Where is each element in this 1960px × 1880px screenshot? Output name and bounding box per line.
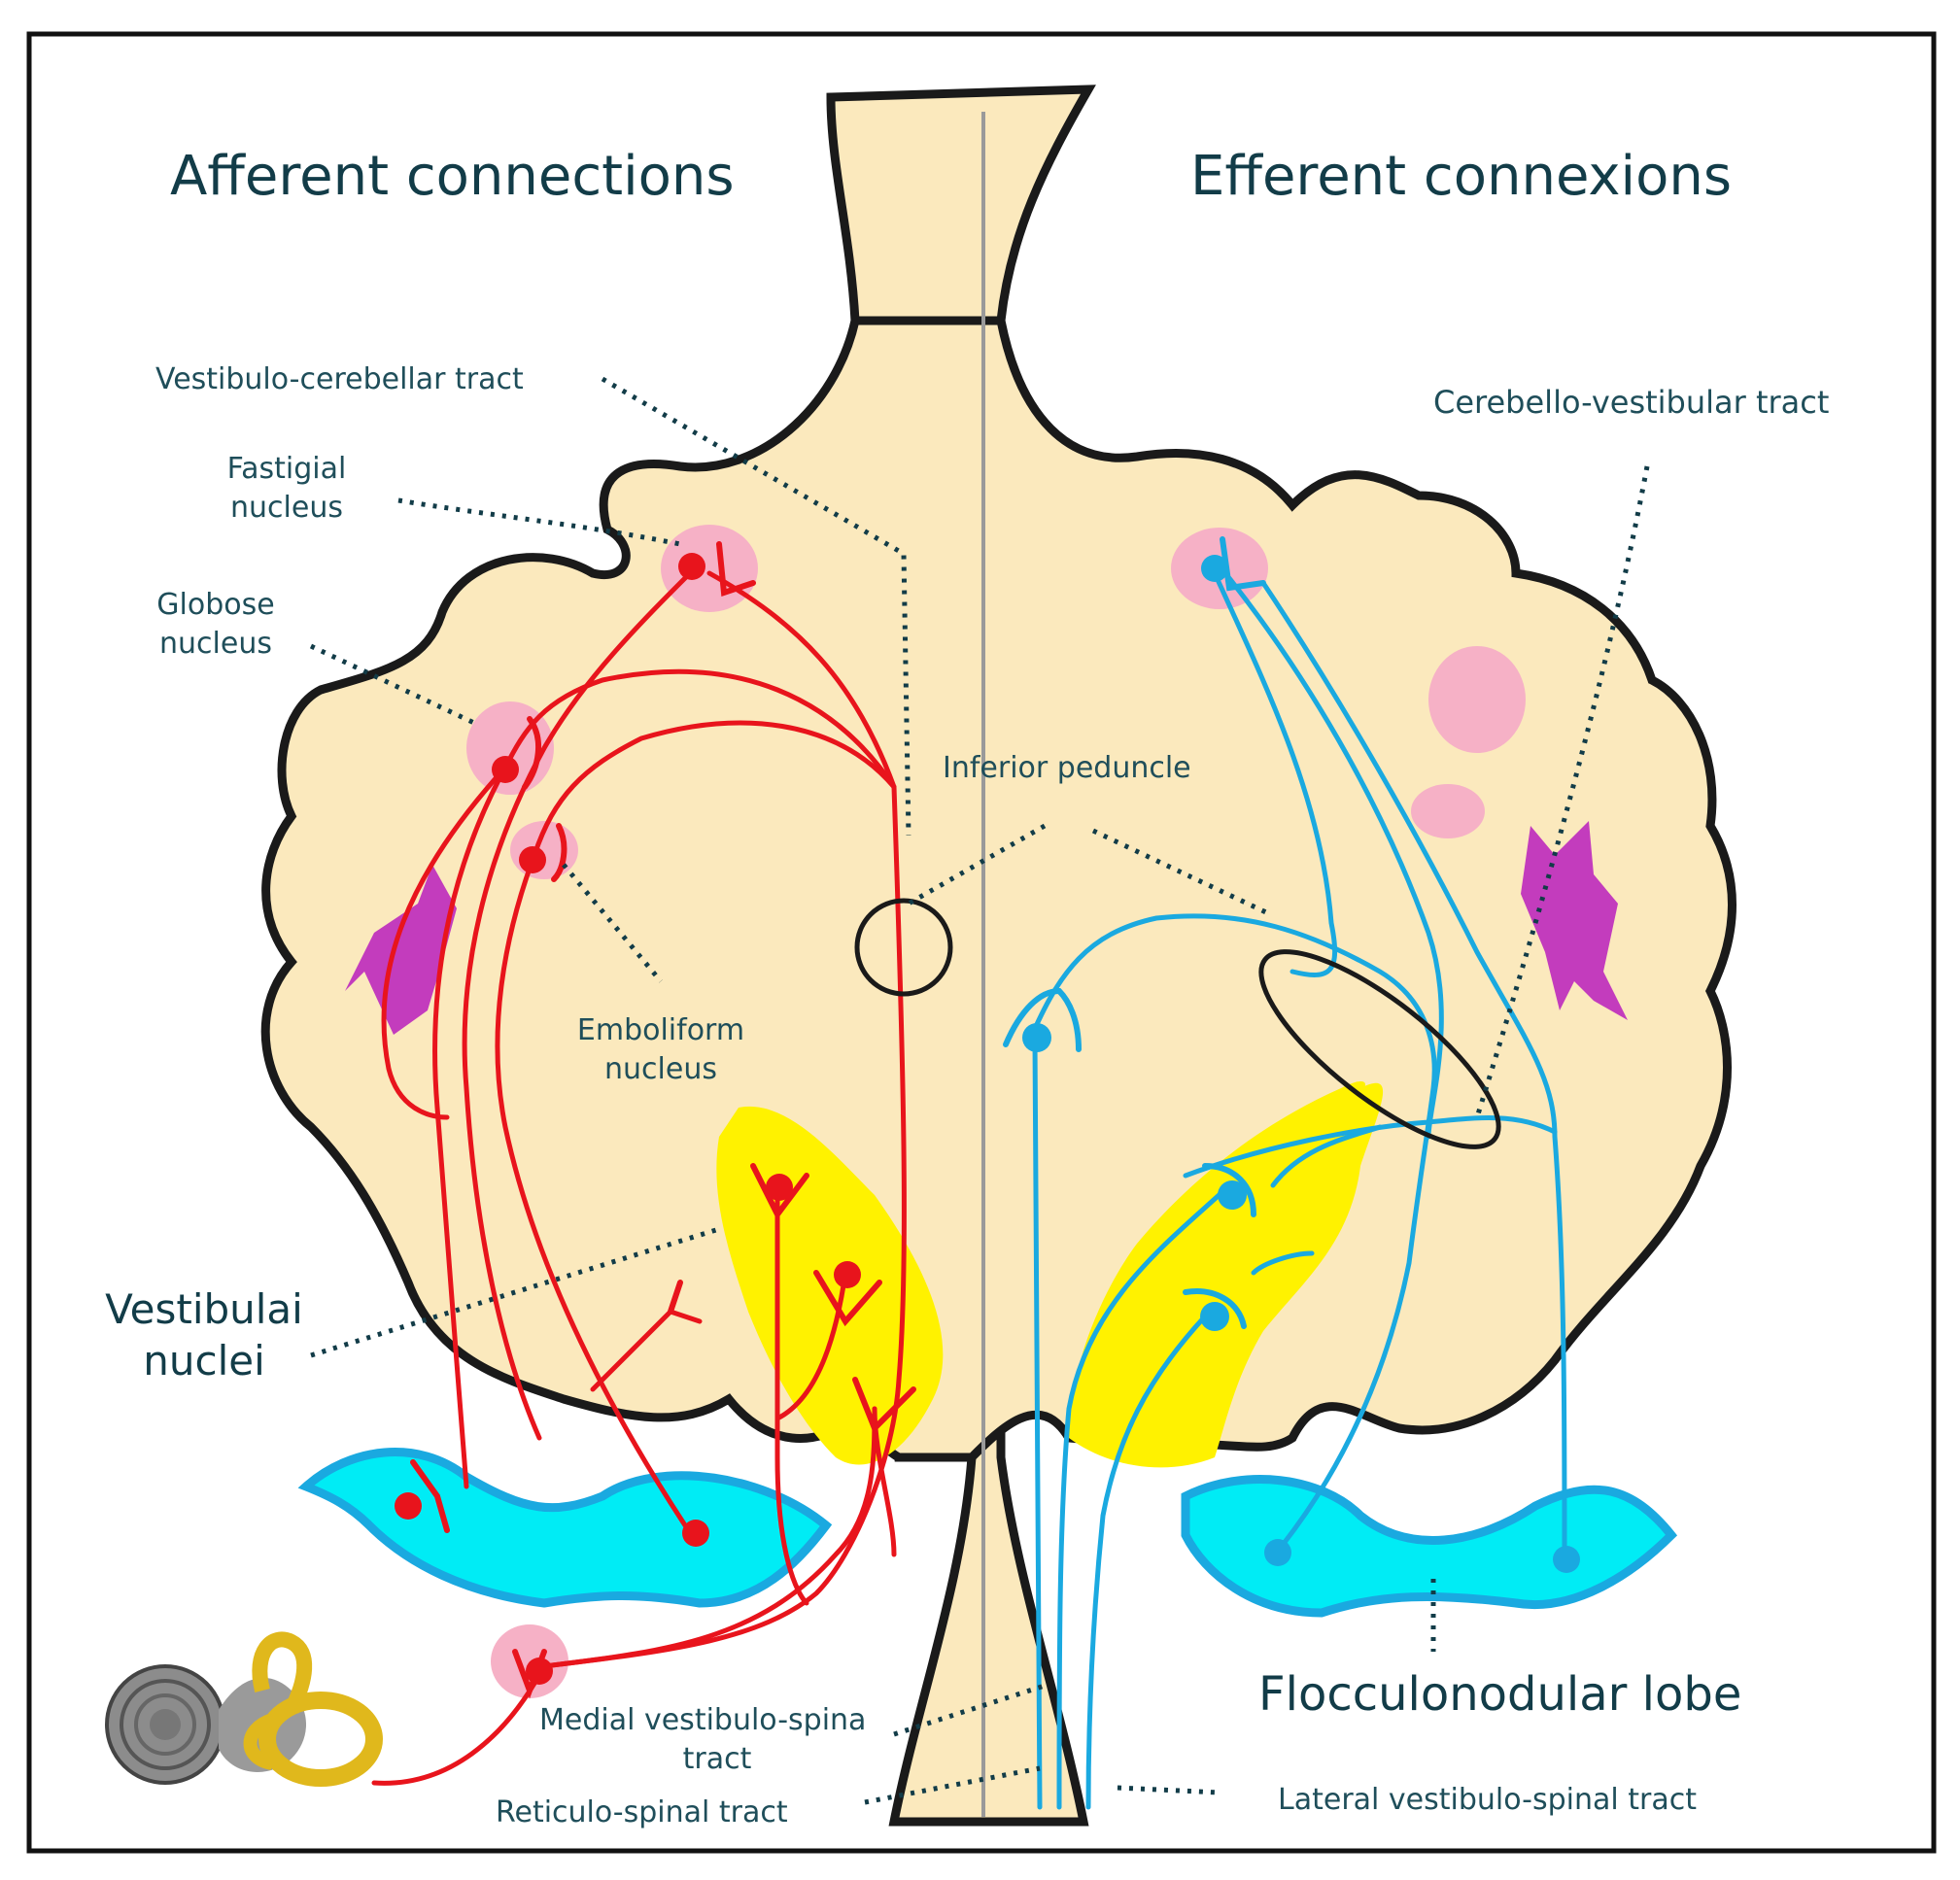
vestibular-nuclei-right	[1069, 1080, 1384, 1468]
label-cerebello-vestibular-tract: Cerebello-vestibular tract	[1433, 384, 1829, 421]
fastigial-nucleus-left	[661, 525, 758, 612]
purple-star-right	[1521, 821, 1628, 1020]
label-flocculonodular-lobe: Flocculonodular lobe	[1258, 1667, 1741, 1722]
inner-ear-icon	[105, 1631, 383, 1787]
label-vestibular-nuclei-line1: Vestibulai	[105, 1285, 303, 1333]
afferent-cell-bodies	[395, 553, 861, 1685]
nucleus-right-upper	[1428, 646, 1526, 753]
afferent-terminals	[410, 541, 916, 1699]
inferior-peduncle-marker-left	[854, 898, 953, 997]
efferent-terminals	[1003, 536, 1266, 1329]
label-globose-line1: Globose	[156, 588, 274, 622]
label-emboliform-line2: nucleus	[604, 1052, 717, 1086]
afferent-title: Afferent connections	[170, 145, 735, 208]
label-emboliform-line1: Emboliform	[577, 1013, 744, 1047]
label-reticulo-spinal-tract: Reticulo-spinal tract	[496, 1795, 788, 1829]
label-inferior-peduncle: Inferior peduncle	[943, 751, 1191, 785]
label-globose-line2: nucleus	[159, 627, 272, 661]
label-medial-vestibulo-spinal-line2: tract	[683, 1742, 752, 1776]
nucleus-right-lower	[1411, 784, 1485, 838]
cerebellum-body	[260, 316, 1736, 1462]
leader-lines	[309, 376, 1650, 1805]
label-medial-vestibulo-spinal-line1: Medial vestibulo-spina	[539, 1703, 866, 1737]
label-vestibular-nuclei-line2: nuclei	[143, 1337, 265, 1384]
label-vestibulo-cerebellar-tract: Vestibulo-cerebellar tract	[155, 362, 524, 396]
label-lateral-vestibulo-spinal-tract: Lateral vestibulo-spinal tract	[1278, 1783, 1697, 1817]
efferent-cell-bodies	[1022, 555, 1580, 1573]
efferent-pathways	[1027, 570, 1567, 1810]
efferent-title: Efferent connexions	[1190, 145, 1732, 208]
label-fastigial-line2: nucleus	[230, 491, 343, 525]
purple-star-left	[345, 865, 457, 1035]
inferior-peduncle-marker-right	[1258, 949, 1501, 1149]
label-fastigial-line1: Fastigial	[227, 452, 347, 486]
